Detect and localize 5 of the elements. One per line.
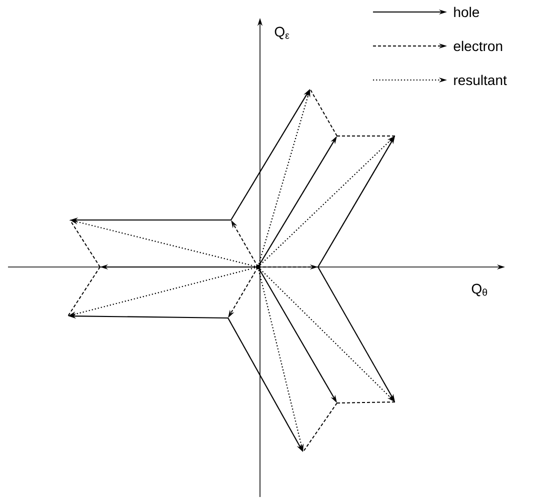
axis-label: Q$_{θ}$ xyxy=(472,284,488,296)
legend-label: resultant xyxy=(454,74,507,86)
axis-label: Q$_{ε}$ xyxy=(274,26,290,40)
legend-label: electron xyxy=(454,40,502,52)
legend-label: hole xyxy=(454,6,480,18)
